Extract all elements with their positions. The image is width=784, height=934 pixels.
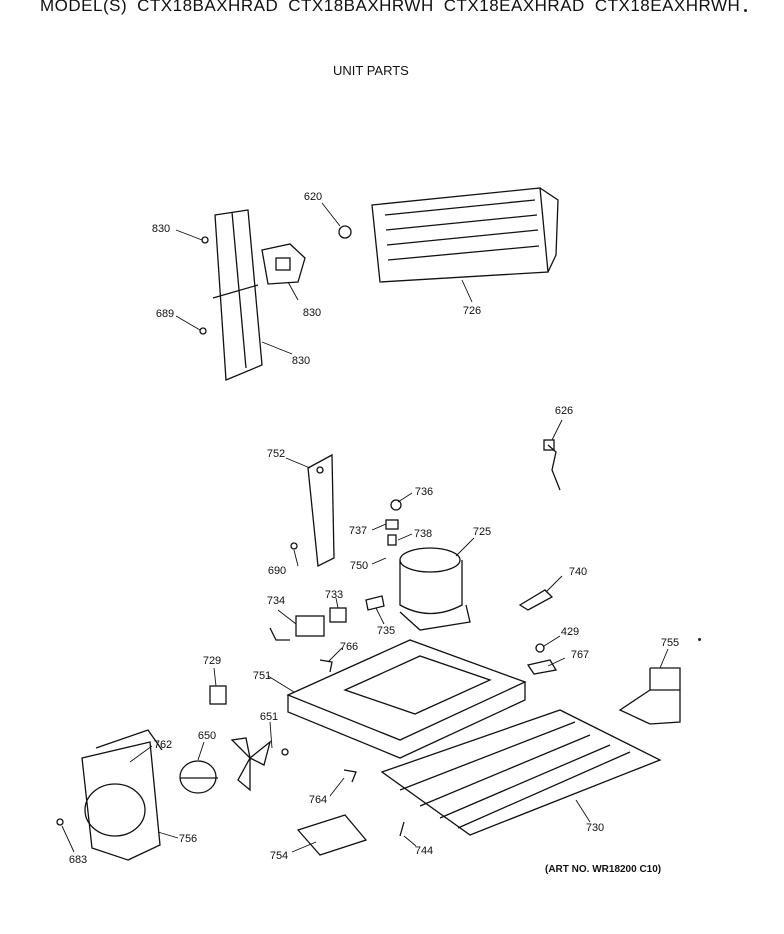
part-736-738-fittings [385, 499, 402, 546]
callout: 830 [302, 307, 322, 319]
callout: 744 [414, 845, 434, 857]
model-header: MODEL(S) CTX18BAXHRAD CTX18BAXHRWH CTX18EAX… [40, 0, 750, 16]
part-651-fan-blade [230, 737, 272, 792]
callout: 429 [560, 626, 580, 638]
callout: 620 [303, 191, 323, 203]
callout: 689 [155, 308, 175, 320]
section-title: UNIT PARTS [333, 63, 409, 78]
callout: 762 [153, 739, 173, 751]
part-766-clip [319, 659, 333, 673]
callout: 751 [252, 670, 272, 682]
part-729-capacitor [209, 685, 227, 705]
model-number: CTX18BAXHRAD [137, 0, 279, 15]
callout: 766 [339, 641, 359, 653]
part-752-bracket [307, 453, 335, 568]
part-733-overload [329, 607, 347, 623]
callout: 726 [462, 305, 482, 317]
part-754-pan [296, 814, 368, 856]
part-626-cord [543, 439, 561, 491]
model-number: CTX18EAXHRWH [594, 0, 741, 15]
callout: 690 [267, 565, 287, 577]
callout: 725 [472, 526, 492, 538]
part-734-relay [269, 615, 325, 641]
callout: 756 [178, 833, 198, 845]
callout: 735 [376, 625, 396, 637]
callout: 651 [259, 711, 279, 723]
part-740-clip [518, 589, 554, 611]
part-650-motor [179, 760, 218, 794]
callout: 754 [269, 850, 289, 862]
callout: 730 [585, 822, 605, 834]
leader-lines [61, 202, 669, 853]
callout: 650 [197, 730, 217, 742]
part-756-fan-shroud [81, 729, 163, 861]
part-764-clip [343, 769, 357, 783]
callout: 752 [266, 448, 286, 460]
part-755-bracket [618, 667, 681, 725]
callout: 740 [568, 566, 588, 578]
callout: 733 [324, 589, 344, 601]
callout: 764 [308, 794, 328, 806]
part-725-compressor [399, 547, 471, 631]
part-620-grommet [338, 225, 352, 239]
part-751-base [286, 639, 527, 759]
model-prefix: MODEL(S) [40, 0, 128, 15]
callout: 830 [291, 355, 311, 367]
part-735-clip [365, 595, 385, 611]
callout: 626 [554, 405, 574, 417]
part-730-coil [380, 709, 662, 836]
callout: 729 [202, 655, 222, 667]
art-number: (ART NO. WR18200 C10) [545, 864, 662, 875]
part-429-767-clip [526, 643, 558, 675]
callout: 830 [151, 223, 171, 235]
part-744-pin [399, 821, 405, 837]
part-830-bracket [212, 209, 263, 381]
model-number: CTX18BAXHRWH [288, 0, 434, 15]
callout: 755 [660, 637, 680, 649]
callout: 767 [570, 649, 590, 661]
callout: 736 [414, 486, 434, 498]
callout: 750 [349, 560, 369, 572]
callout: 737 [348, 525, 368, 537]
model-number: CTX18EAXHRAD [443, 0, 585, 15]
callout: 738 [413, 528, 433, 540]
part-830-mount [261, 243, 306, 285]
callout: 683 [68, 854, 88, 866]
callout: 734 [266, 595, 286, 607]
scan-speck [744, 9, 747, 12]
screw-icons [56, 236, 298, 826]
part-726-condenser [371, 187, 559, 283]
scan-speck [698, 638, 701, 641]
